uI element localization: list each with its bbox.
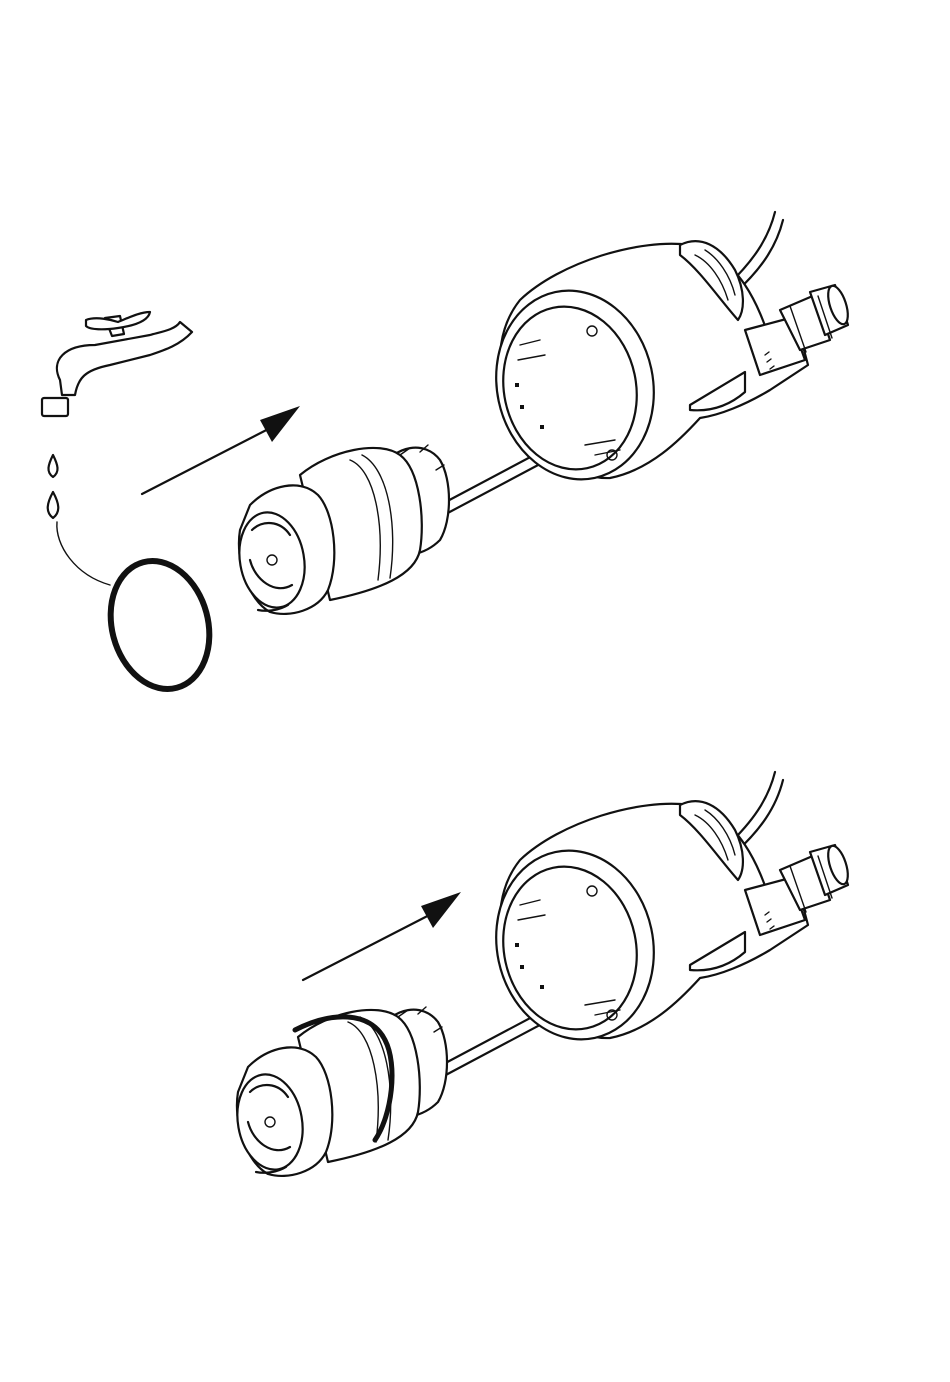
arrow-icon xyxy=(303,892,461,980)
step-2-panel xyxy=(230,772,852,1176)
water-drop-icon xyxy=(48,492,59,518)
arrow-icon xyxy=(142,406,300,494)
water-drop-icon xyxy=(48,455,57,477)
step-1-panel xyxy=(42,212,852,700)
o-ring-seal xyxy=(97,550,223,700)
water-tap-icon xyxy=(42,312,192,416)
pump-housing xyxy=(479,212,852,494)
pump-housing xyxy=(479,772,852,1054)
leader-line xyxy=(57,522,110,585)
